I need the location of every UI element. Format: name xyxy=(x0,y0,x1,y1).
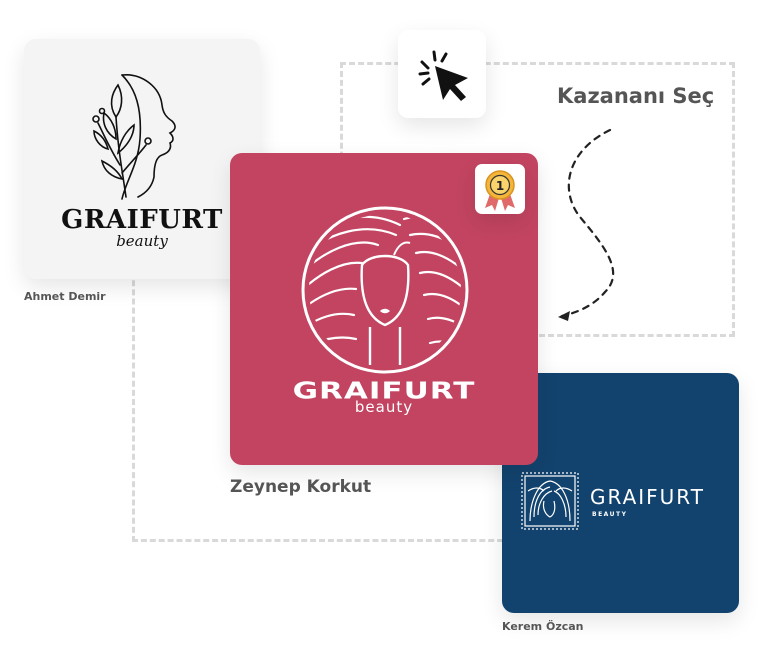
logo-title-zeynep: GRAIFURT xyxy=(292,377,476,405)
winner-badge: 1 xyxy=(475,164,525,214)
entry-name-ahmet: Ahmet Demir xyxy=(24,290,106,303)
woman-framed-logo-icon xyxy=(521,472,579,530)
logo-subtitle-ahmet: beauty xyxy=(116,232,168,250)
logo-card-zeynep[interactable]: GRAIFURT beauty 1 xyxy=(230,153,538,465)
logo-subtitle-kerem: BEAUTY xyxy=(592,511,628,518)
logo-title-ahmet: GRAIFURT xyxy=(61,205,223,235)
logo-card-ahmet[interactable]: GRAIFURT beauty xyxy=(24,39,260,279)
logo-subtitle-zeynep: beauty xyxy=(354,398,414,416)
logo-card-kerem[interactable]: GRAIFURT BEAUTY xyxy=(502,373,739,613)
cursor-button[interactable] xyxy=(398,30,486,118)
select-winner-label: Kazananı Seç xyxy=(557,84,715,108)
woman-floral-logo-icon xyxy=(92,74,176,200)
logo-title-kerem: GRAIFURT xyxy=(590,485,705,509)
entry-name-kerem: Kerem Özcan xyxy=(502,620,584,633)
award-ribbon-icon: 1 xyxy=(485,170,515,211)
badge-rank-text: 1 xyxy=(496,179,504,193)
dashed-arrow-icon xyxy=(558,128,615,321)
cursor-click-icon xyxy=(418,50,468,101)
woman-circle-logo-icon xyxy=(301,206,469,374)
entry-name-zeynep: Zeynep Korkut xyxy=(230,477,372,497)
